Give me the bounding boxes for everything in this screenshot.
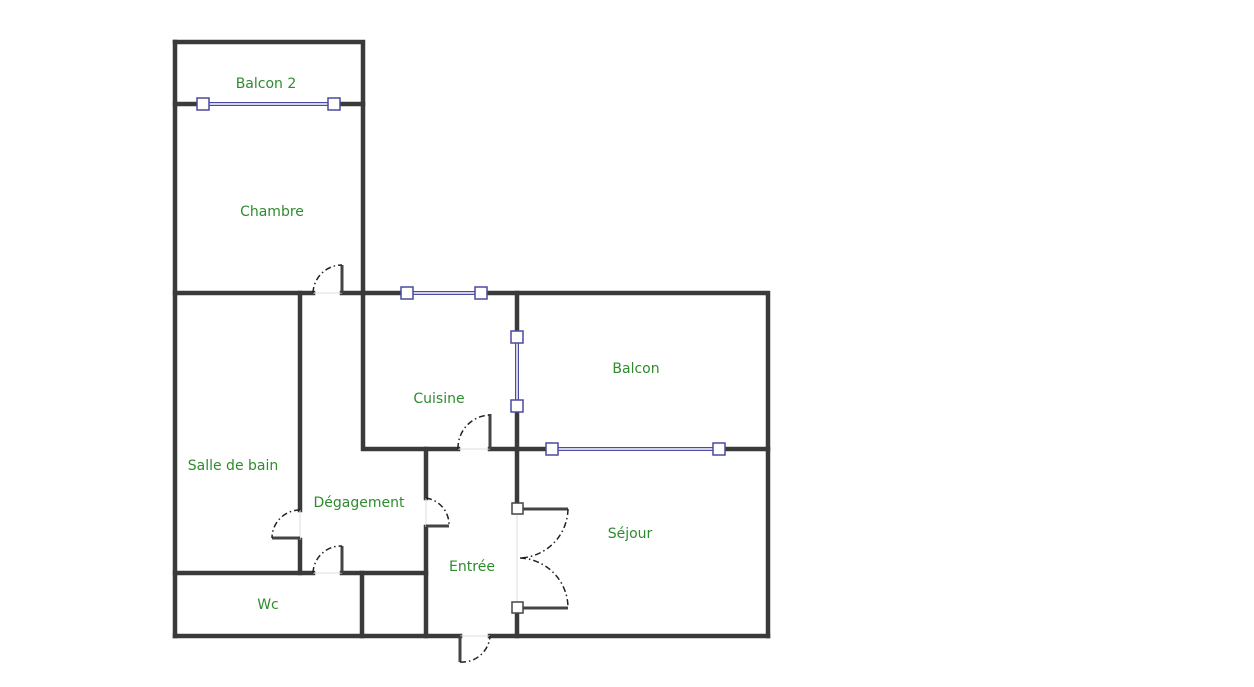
window-handle — [196, 97, 210, 111]
windows — [196, 97, 726, 456]
door-jamb — [511, 502, 524, 515]
doors — [271, 264, 569, 663]
room-labels: Balcon 2 Chambre Cuisine Balcon Salle de… — [188, 76, 660, 613]
room-label-sejour: Séjour — [608, 526, 653, 542]
window-handle — [327, 97, 341, 111]
walls — [172, 39, 771, 639]
door-jamb — [511, 601, 524, 614]
room-label-salle-de-bain: Salle de bain — [188, 458, 279, 474]
window-handle — [712, 442, 726, 456]
room-label-balcon2: Balcon 2 — [236, 76, 297, 92]
room-label-degagement: Dégagement — [314, 495, 405, 511]
room-label-entree: Entrée — [449, 559, 495, 575]
room-label-balcon: Balcon — [612, 361, 659, 377]
window-handle — [510, 330, 524, 344]
window-handle — [510, 399, 524, 413]
window-handle — [474, 286, 488, 300]
window-handle — [545, 442, 559, 456]
room-label-chambre: Chambre — [240, 204, 304, 220]
window-handle — [400, 286, 414, 300]
room-label-wc: Wc — [257, 597, 279, 613]
room-label-cuisine: Cuisine — [413, 391, 464, 407]
